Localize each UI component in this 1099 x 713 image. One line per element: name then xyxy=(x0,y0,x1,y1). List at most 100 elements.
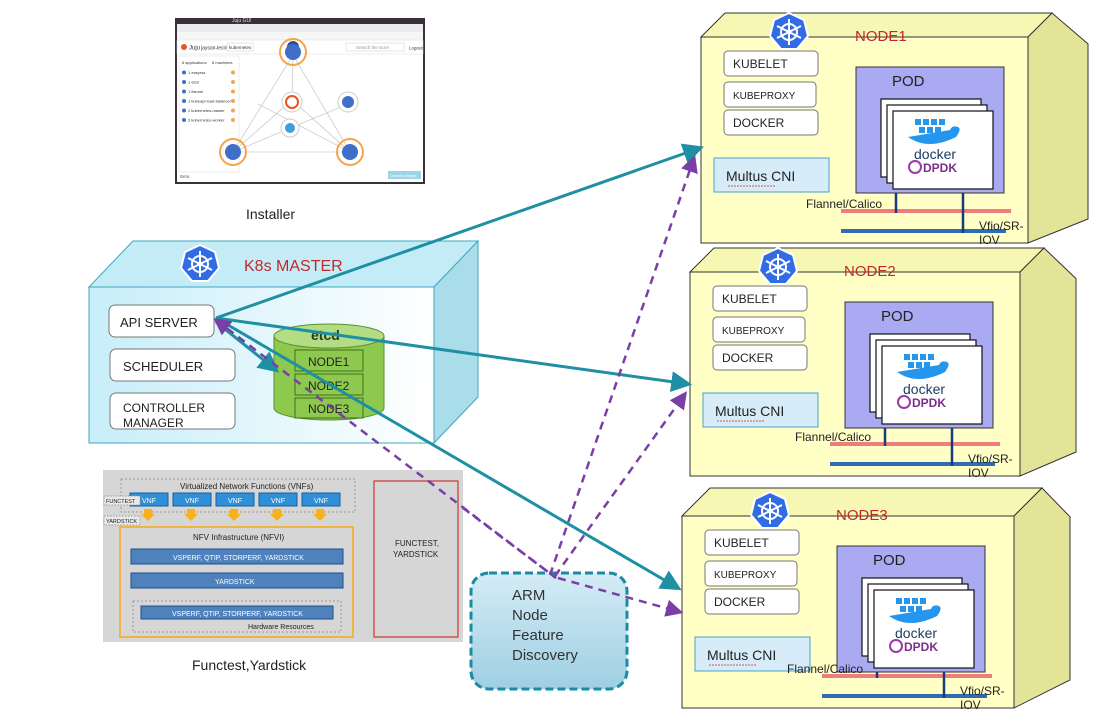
installer-app-item: 1 flannel xyxy=(182,89,235,94)
sriov-label: Vfio/SR-IOV xyxy=(960,684,1005,712)
dpdk-logo-icon xyxy=(889,639,903,653)
dpdk-logo-icon xyxy=(897,395,911,409)
yardstick-tag: YARDSTICK xyxy=(106,519,137,525)
sriov-label: Vfio/SR-IOV xyxy=(968,452,1013,480)
docker-label: docker xyxy=(895,625,937,641)
scheduler-box xyxy=(109,348,236,382)
down-arrow-icon xyxy=(141,509,155,521)
installer-app-item: 1 etcd xyxy=(182,80,235,85)
installer-app-label: 1 etcd xyxy=(188,80,199,85)
pod-label: POD xyxy=(892,73,925,90)
nfd-to-node1-dashed xyxy=(548,154,698,576)
installer-user: jayson-lecin xyxy=(200,46,228,52)
node-title: NODE1 xyxy=(855,28,907,45)
api-to-node1-arrow xyxy=(215,143,704,320)
browser-title: Juju GUI xyxy=(232,18,251,24)
node-component-box xyxy=(704,588,800,615)
installer-tab-apps: 6 applications xyxy=(182,60,206,65)
node-component-box xyxy=(704,529,800,556)
installer-commit-label: Commit changes xyxy=(390,174,417,178)
vnf-box xyxy=(172,492,212,507)
flannel-label: Flannel/Calico xyxy=(806,197,882,211)
node-component-label: KUBEPROXY xyxy=(733,91,796,102)
dpdk-label: DPDK xyxy=(912,396,946,410)
controller-manager-box xyxy=(109,392,236,430)
installer-app-node xyxy=(337,91,359,113)
multus-cni-label: Multus CNI xyxy=(715,403,784,419)
nfvi-bar-1-label: VSPERF, QTIP, STORPERF, YARDSTICK xyxy=(173,555,304,562)
node-component-label: KUBELET xyxy=(722,292,777,306)
node-component-box xyxy=(704,560,798,587)
vnf-label: VNF xyxy=(185,498,199,505)
node-component-label: KUBELET xyxy=(714,536,769,550)
installer-screenshot: Juju GUI Juju jayson-lecin kubernetes Se… xyxy=(175,18,425,184)
installer-app-label: 3 kubernetes-worker xyxy=(188,118,225,123)
scheduler-label: SCHEDULER xyxy=(123,359,203,374)
docker-label: docker xyxy=(914,146,956,162)
functest-yardstick-box xyxy=(373,480,459,638)
down-arrow-icon xyxy=(313,509,327,521)
docker-label: docker xyxy=(903,381,945,397)
vnf-label: VNF xyxy=(142,498,156,505)
down-arrow-icon xyxy=(227,509,241,521)
flannel-label: Flannel/Calico xyxy=(795,430,871,444)
installer-app-label: 1 easyrsa xyxy=(188,70,206,75)
down-arrow-icon xyxy=(270,509,284,521)
nfd-to-node2-dashed xyxy=(553,391,688,577)
node-component-box xyxy=(723,81,817,108)
pod-label: POD xyxy=(881,308,914,325)
multus-cni-label: Multus CNI xyxy=(707,647,776,663)
node-component-box xyxy=(712,316,806,343)
testing-to-nfd-dashed xyxy=(462,507,557,579)
installer-app-label: 2 kubernetes-master xyxy=(188,108,225,113)
nfd-to-node3-dashed xyxy=(557,576,684,617)
node-component-box xyxy=(712,344,808,371)
installer-footer-left: Beta xyxy=(180,174,190,179)
flannel-label: Flannel/Calico xyxy=(787,662,863,676)
node-component-label: KUBEPROXY xyxy=(714,570,777,581)
vnf-header: Virtualized Network Functions (VNFs) xyxy=(180,482,314,491)
k8s-master: K8s MASTER API SERVER SCHEDULER CONTROLL… xyxy=(87,239,480,445)
node-title: NODE2 xyxy=(844,263,896,280)
nfvi-bar-3 xyxy=(140,605,334,620)
installer-app-node xyxy=(219,138,247,166)
node-component-box xyxy=(723,109,819,136)
installer-app-item: 3 kubernetes-worker xyxy=(182,118,235,123)
node-component-label: KUBEPROXY xyxy=(722,326,785,337)
installer-app-node xyxy=(279,38,307,66)
docker-whale-icon xyxy=(897,354,949,379)
pod-label: POD xyxy=(873,552,906,569)
multus-cni-label: Multus CNI xyxy=(726,168,795,184)
juju-logo-icon xyxy=(181,44,187,50)
hw-label: Hardware Resources xyxy=(248,624,314,631)
node-component-label: DOCKER xyxy=(714,595,766,609)
docker-whale-icon xyxy=(908,119,960,144)
vnf-label: VNF xyxy=(228,498,242,505)
node-title: NODE3 xyxy=(836,507,888,524)
installer-label: Installer xyxy=(246,206,295,222)
installer-search: Search the store xyxy=(356,45,390,50)
vnf-box xyxy=(215,492,255,507)
dpdk-logo-icon xyxy=(908,160,922,174)
nfvi-bar-1 xyxy=(130,548,344,565)
etcd-cylinder: etcd NODE1 NODE2 NODE3 xyxy=(273,323,385,421)
installer-model: kubernetes xyxy=(229,45,252,50)
nfvi-header: NFV Infrastructure (NFVI) xyxy=(193,533,284,542)
installer-app-name: Juju xyxy=(189,46,200,52)
installer-app-item: 1 easyrsa xyxy=(182,70,235,75)
installer-app-node xyxy=(280,118,300,138)
etcd-row-node1: NODE1 xyxy=(308,355,350,369)
nfvi-bar-3-label: VSPERF, QTIP, STORPERF, YARDSTICK xyxy=(172,611,303,618)
api-to-node2-arrow xyxy=(215,316,693,393)
nfvi-bar-2-label: YARDSTICK xyxy=(215,579,255,586)
node-component-label: KUBELET xyxy=(733,57,788,71)
node-component-box xyxy=(712,285,808,312)
vnf-label: VNF xyxy=(271,498,285,505)
side-box-label: FUNCTEST,YARDSTICK xyxy=(393,539,439,559)
nfvi-bar-2 xyxy=(130,572,344,589)
functest-tag: FUNCTEST xyxy=(106,499,136,505)
installer-app-item: 2 kubernetes-master xyxy=(182,108,235,113)
